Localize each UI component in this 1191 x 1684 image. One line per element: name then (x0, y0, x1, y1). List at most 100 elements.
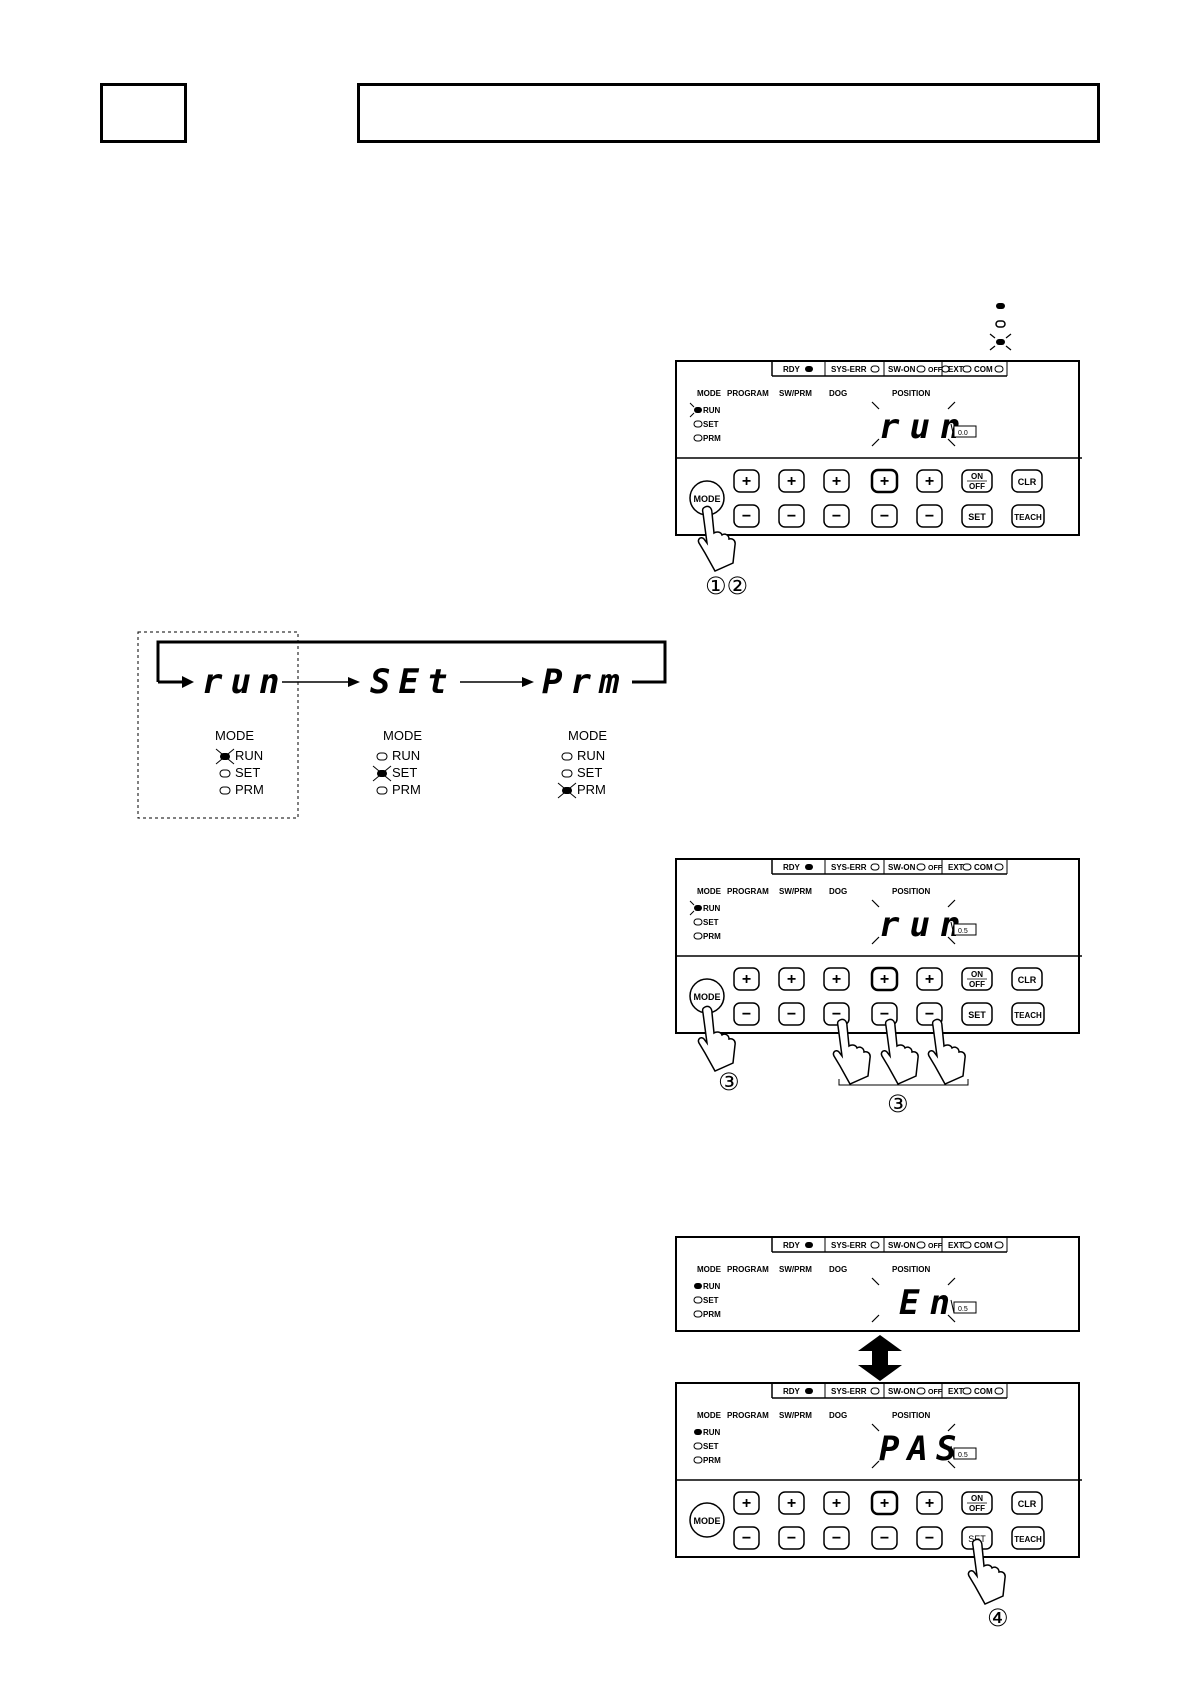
step-label-4: ④ (987, 1604, 1009, 1632)
plus-button-4[interactable]: + (870, 468, 899, 494)
svg-text:CLR: CLR (1018, 975, 1037, 985)
svg-text:SW-ON: SW-ON (888, 1241, 916, 1250)
svg-text:−: − (787, 1006, 796, 1023)
svg-text:RUN: RUN (703, 904, 721, 913)
svg-text:+: + (787, 1495, 796, 1512)
svg-text:+: + (880, 473, 889, 490)
run-led-on-icon (694, 1429, 702, 1435)
svg-text:+: + (742, 1495, 751, 1512)
minus-button-1[interactable]: − (733, 504, 760, 528)
svg-text:PRM: PRM (577, 782, 606, 797)
set-led-blink-icon (372, 765, 392, 782)
svg-text:−: − (787, 508, 796, 525)
sw-on-label: SW-ON (888, 365, 916, 374)
led-on-icon (996, 303, 1005, 309)
svg-text:RUN: RUN (392, 748, 420, 763)
teach-button[interactable]: TEACH (1011, 1526, 1045, 1550)
svg-text:+: + (742, 971, 751, 988)
plus-button-2[interactable]: + (778, 469, 805, 493)
svg-text:SET: SET (968, 512, 986, 522)
set-button[interactable]: SET (961, 1002, 993, 1026)
segment-display: PAS (879, 1429, 964, 1469)
plus-button-1[interactable]: + (733, 469, 760, 493)
led-blink-icon (989, 333, 1012, 351)
plus-button-4[interactable]: + (870, 1490, 899, 1516)
svg-text:RUN: RUN (703, 1282, 721, 1291)
teach-button[interactable]: TEACH (1011, 504, 1045, 528)
svg-text:PRM: PRM (703, 1310, 721, 1319)
plus-button-3[interactable]: + (823, 967, 850, 991)
svg-text:+: + (742, 473, 751, 490)
svg-text:+: + (832, 1495, 841, 1512)
svg-text:RUN: RUN (703, 1428, 721, 1437)
svg-text:OFF: OFF (969, 482, 985, 491)
svg-text:MODE: MODE (694, 494, 721, 504)
plus-button-2[interactable]: + (778, 1491, 805, 1515)
minus-button-4[interactable]: − (871, 1526, 898, 1550)
indicator-bar: RDY SYS-ERR SW-ON OFF EXT COM (771, 860, 1008, 875)
svg-text:−: − (880, 1530, 889, 1547)
svg-text:−: − (787, 1530, 796, 1547)
svg-text:④: ④ (987, 1604, 1009, 1632)
off-label: OFF (928, 367, 943, 374)
minus-button-3[interactable]: − (823, 1526, 850, 1550)
minus-button-1[interactable]: − (733, 1526, 760, 1550)
hand-pointer-icon (832, 1018, 871, 1085)
minus-button-2[interactable]: − (778, 1526, 805, 1550)
led-legend (989, 303, 1012, 351)
svg-text:CLR: CLR (1018, 1499, 1037, 1509)
svg-text:+: + (787, 473, 796, 490)
svg-text:−: − (925, 508, 934, 525)
controller-panel-2: RDY SYS-ERR SW-ON OFF EXT COM MODE PROGR… (675, 858, 1082, 1034)
svg-text:0.0: 0.0 (958, 430, 968, 437)
hand-pointer-icon (927, 1018, 966, 1085)
plus-button-2[interactable]: + (778, 967, 805, 991)
plus-button-5[interactable]: + (916, 967, 943, 991)
svg-text:OFF: OFF (969, 1504, 985, 1513)
plus-button-5[interactable]: + (916, 1491, 943, 1515)
run-label: RUN (703, 406, 721, 415)
svg-text:RUN: RUN (235, 748, 263, 763)
svg-text:RUN: RUN (577, 748, 605, 763)
teach-button[interactable]: TEACH (1011, 1002, 1045, 1026)
controller-panel-4: RDY SYS-ERR SW-ON OFF EXT COM MODE PROGR… (675, 1382, 1082, 1558)
mode-cycle-diagram: run SEt Prm MODE RUN SET PRM MODE RUN SE… (137, 631, 667, 819)
plus-button-3[interactable]: + (823, 1491, 850, 1515)
set-led-icon (693, 420, 703, 428)
display-blink-marks (871, 401, 956, 447)
plus-button-3[interactable]: + (823, 469, 850, 493)
minus-button-3[interactable]: − (823, 504, 850, 528)
svg-text:TEACH: TEACH (1014, 1535, 1042, 1544)
svg-text:−: − (925, 1006, 934, 1023)
minus-button-5[interactable]: − (916, 1526, 943, 1550)
clr-button[interactable]: CLR (1011, 1491, 1043, 1515)
minus-button-5[interactable]: − (916, 504, 943, 528)
minus-button-4[interactable]: − (871, 504, 898, 528)
svg-text:SET: SET (703, 1442, 719, 1451)
minus-button-2[interactable]: − (778, 504, 805, 528)
clr-button[interactable]: CLR (1011, 469, 1043, 493)
svg-text:MODE: MODE (694, 1516, 721, 1526)
svg-text:−: − (742, 1530, 751, 1547)
clr-button[interactable]: CLR (1011, 967, 1043, 991)
indicator-bar: RDY SYS-ERR SW-ON OFF EXT COM (771, 1384, 1008, 1399)
svg-text:+: + (880, 1495, 889, 1512)
set-button[interactable]: SET (961, 504, 993, 528)
plus-button-1[interactable]: + (733, 1491, 760, 1515)
mode-button[interactable]: MODE (689, 1502, 725, 1538)
plus-button-5[interactable]: + (916, 469, 943, 493)
plus-button-1[interactable]: + (733, 967, 760, 991)
cycle-mode-label-3: MODE (568, 728, 607, 743)
minus-button-1[interactable]: − (733, 1002, 760, 1026)
sys-err-label: SYS-ERR (831, 365, 867, 374)
svg-text:POSITION: POSITION (892, 1411, 930, 1420)
small-box (953, 425, 977, 438)
mode-button[interactable]: MODE (689, 480, 725, 516)
plus-button-4[interactable]: + (870, 966, 899, 992)
minus-button-2[interactable]: − (778, 1002, 805, 1026)
sw-prm-label: SW/PRM (779, 389, 812, 398)
svg-text:PRM: PRM (235, 782, 264, 797)
